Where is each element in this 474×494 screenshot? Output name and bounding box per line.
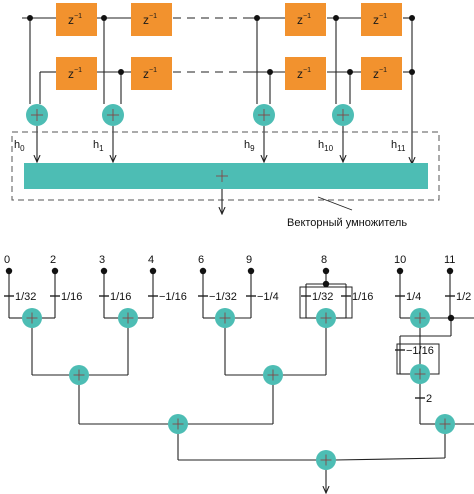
- plus-icon: [73, 369, 85, 381]
- plus-icon: [172, 418, 184, 430]
- coefficient-label: −1/16: [406, 345, 434, 357]
- adder-circle: [410, 308, 430, 328]
- delay-block: z−1: [285, 3, 326, 36]
- delay-block: z−1: [285, 57, 326, 90]
- plus-icon: [320, 312, 332, 324]
- plus-icon: [267, 369, 279, 381]
- plus-icon: [106, 108, 120, 122]
- adder-circle: [22, 308, 42, 328]
- coefficient-label: 1/16: [352, 291, 373, 303]
- input-label: 10: [394, 254, 406, 266]
- coefficient-label: h0: [14, 139, 25, 153]
- delay-block: z−1: [131, 57, 172, 90]
- tree-input-dots: [5, 267, 455, 322]
- delay-block: z−1: [56, 3, 97, 36]
- adder-circle: [316, 308, 336, 328]
- plus-icon: [439, 418, 451, 430]
- adder-circle: [253, 104, 275, 126]
- vector-multiplier-plus-icon: [216, 170, 228, 182]
- coefficient-label: h11: [391, 139, 406, 153]
- multiplier-caption: Векторный умножитель: [287, 217, 407, 229]
- adder-circle: [263, 365, 283, 385]
- input-label: 4: [148, 254, 154, 266]
- coefficient-label: 2: [426, 393, 432, 405]
- input-label: 11: [444, 254, 455, 266]
- plus-icon: [30, 108, 44, 122]
- input-label: 6: [198, 254, 204, 266]
- tree-coefficient-labels: 1/32 1/16 1/16 −1/16 −1/32 −1/4 1/32 1/16 1/4 1/2…: [4, 291, 471, 405]
- adder-circle: [102, 104, 124, 126]
- delay-blocks: z−1 z−1 z−1 z−1 z−1 z−1 z−1 z−1: [56, 3, 402, 90]
- tree-adders: [22, 308, 455, 470]
- coefficient-label: h9: [244, 139, 255, 153]
- adder-circle: [332, 104, 354, 126]
- plus-icon: [219, 312, 231, 324]
- plus-icon: [122, 312, 134, 324]
- plus-icon: [320, 454, 332, 466]
- adder-circle: [26, 104, 48, 126]
- tree-input-labels: 0 2 3 4 6 9 8 10 11: [4, 254, 455, 266]
- adder-circle: [69, 365, 89, 385]
- input-label: 2: [50, 254, 56, 266]
- adder-circle: [410, 364, 430, 384]
- input-label: 0: [4, 254, 10, 266]
- coefficient-label: −1/32: [209, 291, 237, 303]
- plus-icon: [26, 312, 38, 324]
- coefficient-label: −1/4: [257, 291, 279, 303]
- plus-icon: [414, 312, 426, 324]
- adder-circle: [168, 414, 188, 434]
- plus-icon: [414, 368, 426, 380]
- adder-circle: [316, 450, 336, 470]
- adder-circle: [118, 308, 138, 328]
- fir-adders: [26, 104, 354, 126]
- delay-block: z−1: [56, 57, 97, 90]
- input-label: 8: [321, 254, 327, 266]
- plus-icon: [336, 108, 350, 122]
- coefficient-label: h1: [93, 139, 104, 153]
- delay-block: z−1: [361, 57, 402, 90]
- fir-structure: [22, 17, 412, 164]
- vector-multiplier-box: [11, 131, 440, 201]
- input-label: 9: [246, 254, 252, 266]
- coefficient-label: 1/16: [61, 291, 82, 303]
- delay-block: z−1: [131, 3, 172, 36]
- coefficient-label: 1/32: [15, 291, 36, 303]
- adder-circle: [435, 414, 455, 434]
- coefficient-label: 1/16: [110, 291, 131, 303]
- delay-block: z−1: [361, 3, 402, 36]
- adder-circle: [215, 308, 235, 328]
- fir-junctions: [27, 15, 415, 75]
- coefficient-label: h10: [318, 139, 334, 153]
- input-label: 3: [99, 254, 105, 266]
- fir-coefficients: h0 h1 h9 h10 h11: [14, 139, 406, 153]
- coefficient-label: 1/4: [406, 291, 421, 303]
- coefficient-label: 1/32: [312, 291, 333, 303]
- plus-icon: [257, 108, 271, 122]
- coefficient-label: −1/16: [159, 291, 187, 303]
- coefficient-label: 1/2: [456, 291, 471, 303]
